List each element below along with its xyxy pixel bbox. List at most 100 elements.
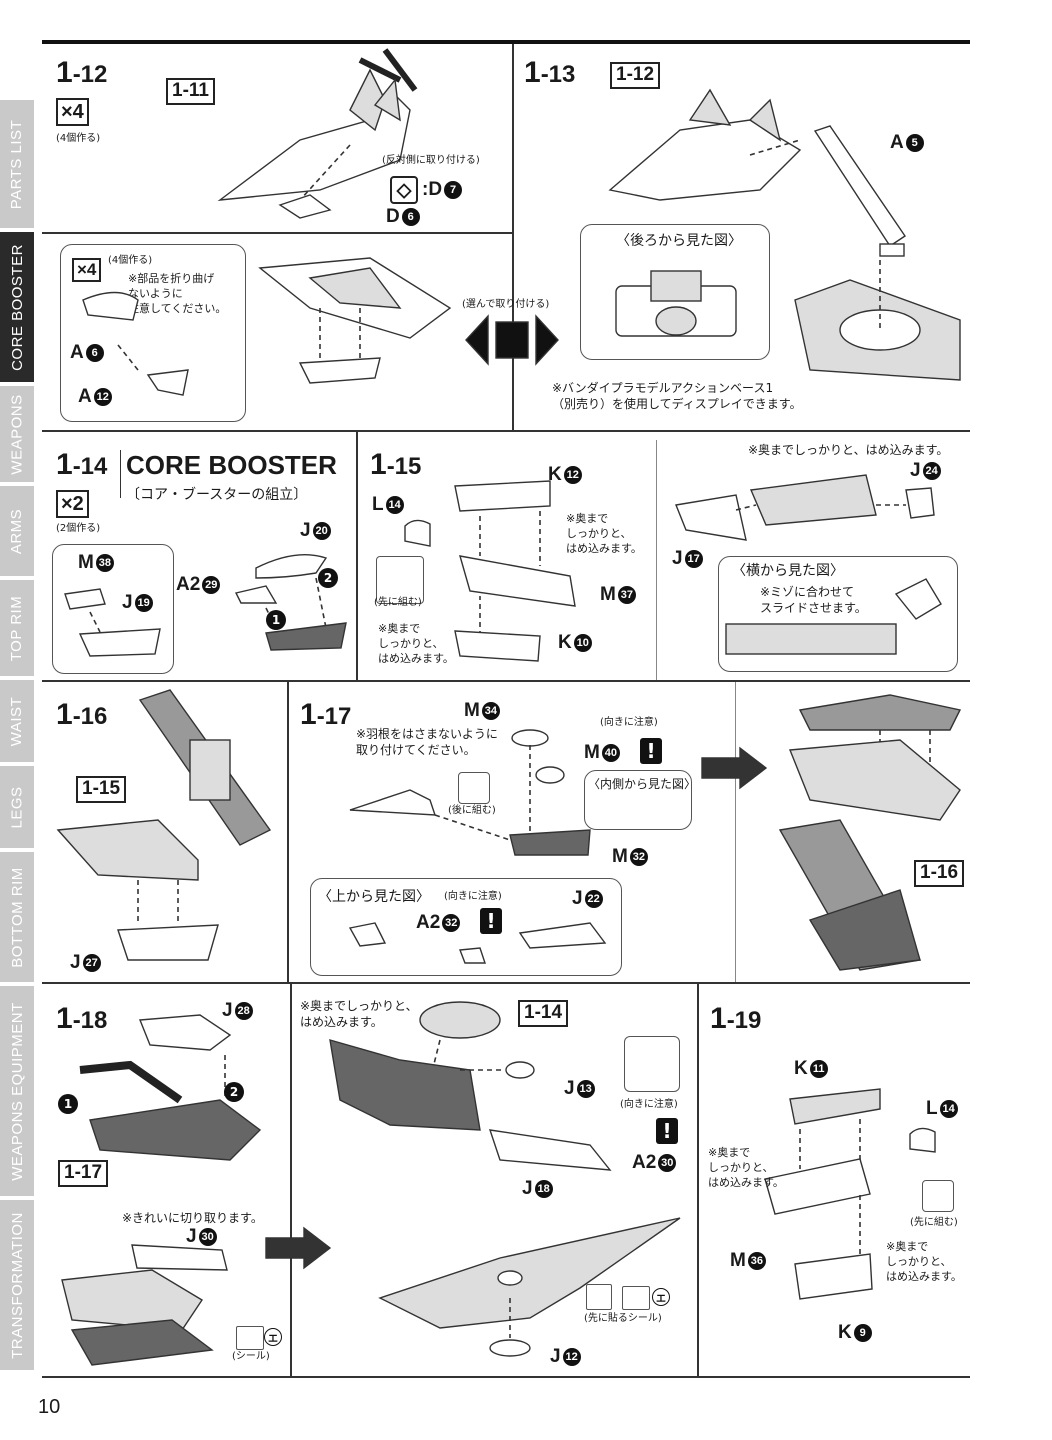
seal-note: (シール)	[232, 1351, 270, 1362]
multiplier-note: (2個作る)	[56, 523, 101, 534]
divider	[290, 984, 292, 1376]
first-assemble-icon	[376, 556, 424, 604]
seal-mark: エ	[264, 1328, 282, 1346]
multiplier-note: (4個作る)	[108, 255, 153, 266]
reference-step: 1-15	[76, 776, 127, 803]
page-number: 10	[38, 1396, 61, 1418]
press-note: ※奥までしっかりと、 はめ込みます。	[300, 999, 418, 1030]
step-number-1-18: 1-18	[56, 1002, 108, 1035]
divider	[512, 44, 514, 430]
divider	[287, 682, 289, 982]
sidebar-tab-core-booster[interactable]: CORE BOOSTER	[0, 232, 34, 382]
top-view-illustration	[348, 922, 607, 964]
step-number-1-17: 1-17	[300, 698, 352, 731]
inner-view-label: 〈内側から見た図〉	[588, 777, 697, 791]
orient-note: (向きに注意)	[600, 717, 658, 728]
sidebar-tab-bottom-rim[interactable]: BOTTOM RIM	[0, 852, 34, 982]
seal-icon	[236, 1326, 264, 1350]
sidebar-tab-weapons[interactable]: WEAPONS	[0, 386, 34, 482]
press-note: ※奥まで しっかりと、 はめ込みます。	[378, 622, 454, 665]
sidebar-tab-label: WEAPONS EQUIPMENT	[8, 1001, 26, 1181]
cut-note: ※きれいに切り取ります。	[122, 1211, 263, 1225]
sidebar-tab-label: TRANSFORMATION	[8, 1211, 26, 1359]
booster-top-illustration	[138, 689, 272, 846]
reference-step: 1-17	[58, 1160, 109, 1187]
core-booster-illustration	[234, 553, 347, 651]
sidebar-tab-parts-list[interactable]: PARTS LIST	[0, 100, 34, 228]
divider	[42, 982, 970, 984]
part-illustration	[82, 291, 189, 396]
bottom-rule	[42, 1376, 970, 1378]
jet-wing-illustration	[217, 48, 418, 219]
multiplier: ×4	[56, 98, 89, 126]
back-view-label: 〈後ろから見た図〉	[616, 233, 742, 249]
reference-step: 1-11	[166, 78, 215, 105]
back-view-illustration	[615, 270, 737, 337]
inner-view-box	[584, 770, 692, 830]
sidebar-tab-label: CORE BOOSTER	[8, 243, 26, 371]
orient-note: (向きに注意)	[444, 891, 502, 902]
divider	[697, 984, 699, 1376]
orient-note: (向きに注意)	[620, 1099, 678, 1110]
reverse-side-note: (反対側に取り付ける)	[382, 155, 480, 166]
top-rule	[42, 40, 970, 44]
display-note: ※バンダイプラモデルアクションベース1 （別売り）を使用してディスプレイできます…	[552, 381, 802, 412]
divider	[656, 440, 657, 680]
sidebar-tab-legs[interactable]: LEGS	[0, 766, 34, 848]
divider	[356, 432, 358, 680]
sidebar-tab-label: WEAPONS	[8, 393, 26, 475]
divider	[42, 680, 970, 682]
sidebar-tab-label: WAIST	[8, 696, 26, 746]
orientation-icon	[624, 1036, 680, 1092]
sidebar-tab-arms[interactable]: ARMS	[0, 486, 34, 576]
caution-note: ※部品を折り曲げ ないように 注意してください。	[128, 272, 227, 315]
feather-note: ※羽根をはさまないように 取り付けてください。	[356, 727, 498, 758]
mirror-icon: ◇	[390, 176, 418, 204]
order-1: 1	[58, 1094, 78, 1114]
sidebar-tab-waist[interactable]: WAIST	[0, 680, 34, 762]
booster-body-illustration	[404, 480, 576, 662]
booster-side-illustration	[675, 474, 935, 541]
warning-icon: !	[656, 1118, 678, 1144]
order-2: 2	[224, 1082, 244, 1102]
step-number-1-16: 1-16	[56, 698, 108, 731]
side-view-illustration	[725, 578, 942, 655]
step-number-1-19: 1-19	[710, 1002, 762, 1035]
side-view-label: 〈横から見た図〉	[732, 563, 844, 579]
reference-step: 1-12	[610, 62, 661, 89]
next-arrow-icon	[265, 1226, 332, 1270]
sidebar-tab-label: TOP RIM	[8, 595, 26, 661]
press-note: ※奥まで しっかりと、 はめ込みます。	[566, 512, 642, 555]
sidebar-tab-top-rim[interactable]: TOP RIM	[0, 580, 34, 676]
sidebar-tab-weapons-equipment[interactable]: WEAPONS EQUIPMENT	[0, 986, 34, 1196]
first-assemble-icon	[922, 1180, 954, 1212]
stand-arm-illustration	[813, 125, 906, 257]
sidebar-tab-transformation[interactable]: TRANSFORMATION	[0, 1200, 34, 1370]
choose-arrow-icon	[465, 314, 559, 366]
section-subtitle: 〔コア・ブースターの組立〕	[126, 487, 308, 503]
order-2: 2	[318, 568, 338, 588]
press-note: ※奥までしっかりと、はめ込みます。	[748, 443, 949, 457]
choose-note: (選んで取り付ける)	[462, 299, 550, 310]
